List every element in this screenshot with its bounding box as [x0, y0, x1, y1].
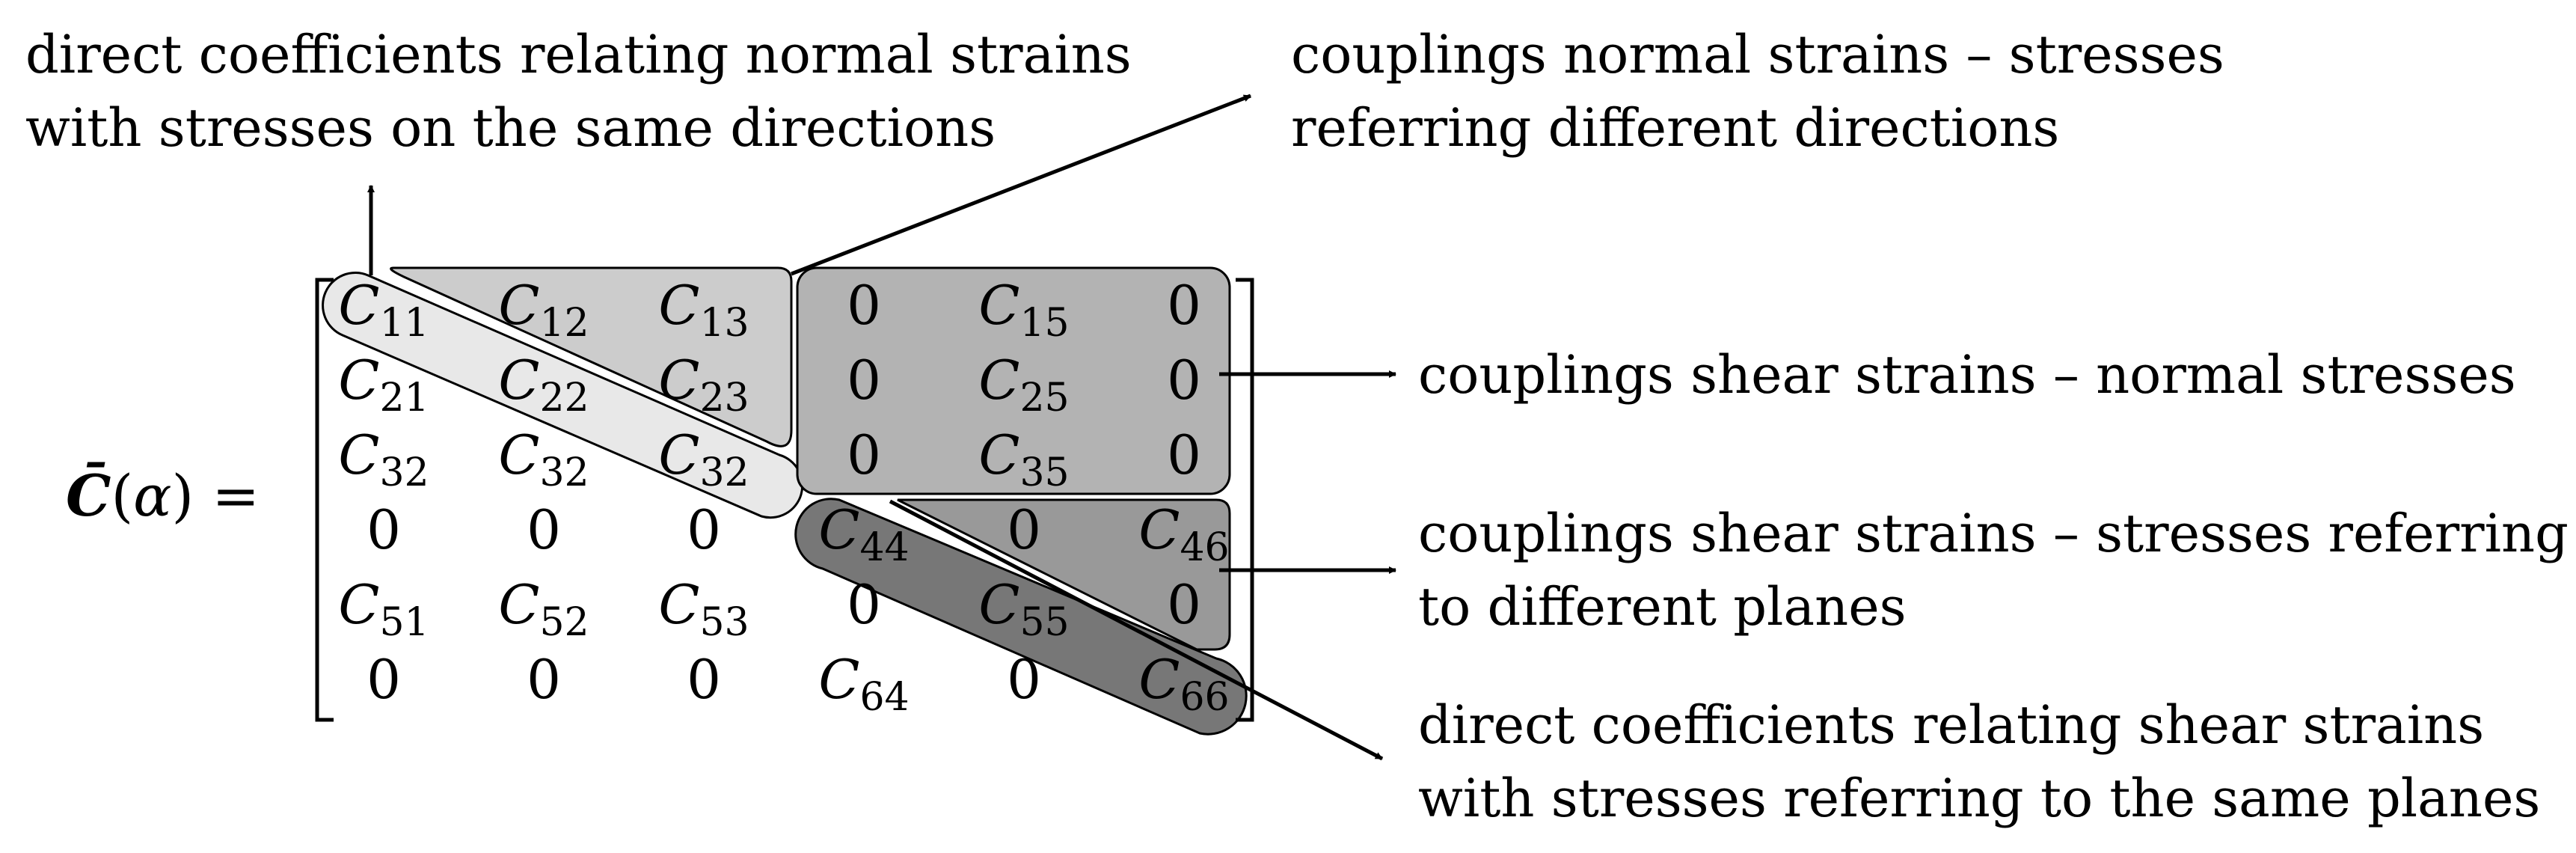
matrix-entry: C51 [338, 573, 429, 645]
annotation-couplings-shear-normal: couplings shear strains – normal stresse… [1418, 344, 2516, 406]
matrix-entry: C13 [658, 274, 749, 346]
arrow-couplings-normal [791, 94, 1251, 276]
matrix-entry: 0 [847, 274, 881, 337]
annotation-couplings-normal: couplings normal strains – stresses refe… [1291, 24, 2224, 159]
matrix-entry: 0 [687, 648, 721, 711]
matrix-entry: 0 [367, 648, 401, 711]
matrix-entry: 0 [1167, 274, 1201, 337]
matrix-entry: 0 [1007, 498, 1041, 561]
matrix-entry: C22 [498, 349, 589, 421]
upper-normal-coupling-region [390, 266, 793, 447]
matrix-entry: 0 [1167, 349, 1201, 412]
arrow-direct-shear [889, 499, 1384, 761]
matrix-entry: C21 [338, 349, 429, 421]
matrix-right-bracket [1236, 278, 1254, 722]
matrix-entry: C32 [658, 424, 749, 495]
matrix-lhs-label: C̄(α) = [66, 462, 260, 529]
matrix-entry: C46 [1138, 498, 1230, 570]
matrix-entry: C15 [978, 274, 1070, 346]
matrix-entry: C53 [658, 573, 749, 645]
matrix-left-bracket [315, 278, 334, 722]
matrix-entry: C35 [978, 424, 1070, 495]
matrix-entry: C55 [978, 573, 1070, 645]
matrix-entry: 0 [687, 498, 721, 561]
matrix-entry: 0 [1167, 573, 1201, 636]
matrix-entry: 0 [847, 349, 881, 412]
matrix-entry: C64 [818, 648, 910, 720]
matrix-entry: C32 [338, 424, 429, 495]
shear-normal-coupling-region [796, 266, 1231, 495]
matrix-entry: C44 [818, 498, 910, 570]
matrix-entry: 0 [367, 498, 401, 561]
equals-sign: = [212, 462, 260, 529]
annotation-couplings-shear-planes: couplings shear strains – stresses refer… [1418, 503, 2569, 638]
matrix-entry: 0 [1007, 648, 1041, 711]
matrix-entry: 0 [847, 424, 881, 486]
matrix-entry: 0 [1167, 424, 1201, 486]
annotation-direct-shear: direct coefficients relating shear strai… [1418, 694, 2541, 829]
matrix-entry: C12 [498, 274, 589, 346]
shear-coupling-region [897, 498, 1231, 651]
lhs-argument: α [133, 462, 172, 529]
matrix-entry: C23 [658, 349, 749, 421]
matrix-entry: C32 [498, 424, 589, 495]
matrix-entry: 0 [527, 498, 561, 561]
shear-diagonal-region [794, 498, 1248, 736]
matrix-entry: C52 [498, 573, 589, 645]
lhs-symbol: C̄ [66, 462, 111, 529]
matrix-entry: C25 [978, 349, 1070, 421]
annotation-direct-normal: direct coefficients relating normal stra… [25, 24, 1132, 159]
matrix-entry: 0 [847, 573, 881, 636]
matrix-entry: C11 [338, 274, 429, 346]
matrix-entry: C66 [1138, 648, 1230, 720]
matrix-entry: 0 [527, 648, 561, 711]
